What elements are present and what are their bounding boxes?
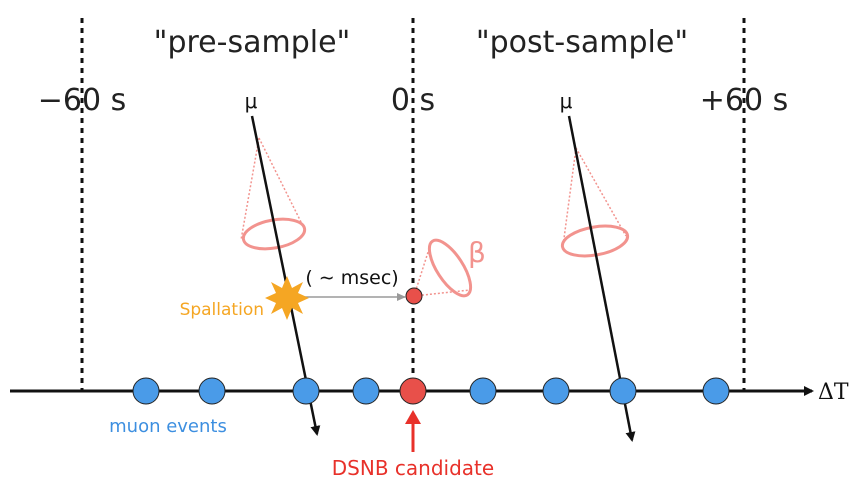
time-label-minus60: −60 s [38,83,126,118]
beta-cone [413,238,473,298]
time-label-zero: 0 s [391,83,435,118]
spallation-star [265,276,309,320]
muon-event-dot [198,377,226,405]
muon-event-dot [542,377,570,405]
muon-event-dot [609,377,637,405]
muon-label-left: μ [245,89,258,113]
muon-events [132,377,730,405]
cherenkov-cone-left [240,137,307,251]
dsnb-arrow-head [405,410,421,424]
time-label-plus60: +60 s [700,83,788,118]
muon-event-dot [702,377,730,405]
delay-label: ( ∼ msec) [305,267,398,289]
muon-event-dot [469,377,497,405]
pre-sample-label: "pre-sample" [154,25,351,60]
muon-event-dot [292,377,320,405]
dsnb-candidate-dot [399,377,427,405]
axis-label-delta-t: ΔT [818,380,849,405]
cherenkov-cone-right [560,147,630,258]
beta-decay-point [405,287,423,305]
muon-events-label: muon events [109,416,227,437]
dsnb-candidate-label: DSNB candidate [332,456,494,480]
muon-label-right: μ [560,89,573,113]
beta-label: β [468,236,486,269]
spallation-label: Spallation [180,300,264,320]
post-sample-label: "post-sample" [476,25,688,60]
muon-event-dot [352,377,380,405]
muon-event-dot [132,377,160,405]
